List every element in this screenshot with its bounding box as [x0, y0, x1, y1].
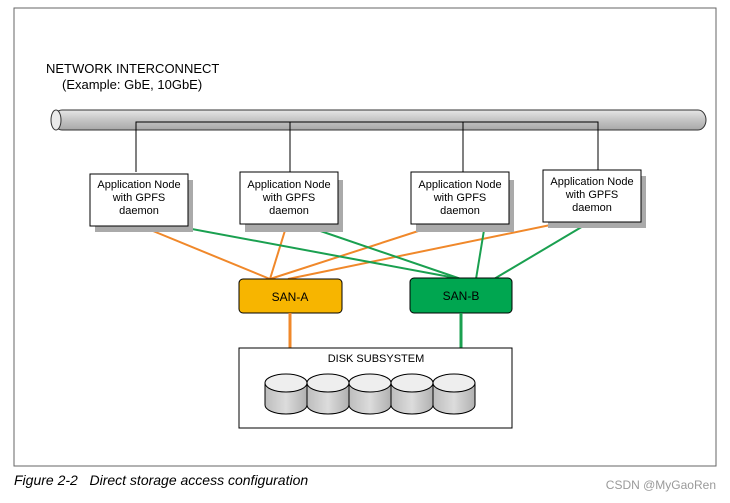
- app-node-4: Application Node with GPFS daemon: [542, 169, 646, 228]
- node-label-line3: daemon: [572, 202, 612, 214]
- link-node1-san-a: [135, 223, 271, 280]
- node-label-line3: daemon: [440, 205, 480, 217]
- figure-number: Figure 2-2: [14, 472, 78, 488]
- node-label-line3: daemon: [269, 205, 309, 217]
- node-label-line2: with GPFS: [112, 192, 166, 204]
- node-label-line1: Application Node: [418, 179, 501, 191]
- link-node4-san-a: [287, 221, 566, 280]
- disk-cylinder: [390, 373, 434, 415]
- san-a-label: SAN-A: [272, 290, 309, 304]
- disk-subsystem: DISK SUBSYSTEM: [238, 347, 513, 429]
- san-a-switch: SAN-A: [238, 278, 343, 314]
- figure-caption: Figure 2-2 Direct storage access configu…: [14, 472, 308, 488]
- app-node-2: Application Node with GPFS daemon: [239, 171, 343, 232]
- network-pipe: [50, 109, 707, 131]
- disk-cylinder: [348, 373, 392, 415]
- node-label-line1: Application Node: [97, 179, 180, 191]
- link-node1-san-b: [164, 223, 462, 280]
- san-b-label: SAN-B: [443, 289, 480, 303]
- link-node2-san-a: [269, 223, 288, 280]
- app-node-1: Application Node with GPFS daemon: [89, 173, 193, 232]
- san-b-switch: SAN-B: [409, 277, 513, 314]
- figure-frame: [13, 7, 717, 467]
- node-label-line1: Application Node: [247, 179, 330, 191]
- disk-cylinder: [264, 373, 308, 415]
- link-node2-san-b: [299, 223, 462, 280]
- watermark: CSDN @MyGaoRen: [605, 478, 716, 492]
- disk-array: [264, 373, 476, 415]
- network-title: NETWORK INTERCONNECT: [46, 61, 219, 76]
- link-node3-san-b: [475, 223, 486, 280]
- disk-cylinder: [306, 373, 350, 415]
- node-drops: [135, 121, 599, 172]
- node-label-line2: with GPFS: [565, 189, 619, 201]
- disk-subsystem-label: DISK SUBSYSTEM: [328, 353, 425, 365]
- network-subtitle: (Example: GbE, 10GbE): [62, 77, 202, 92]
- link-node3-san-a: [269, 223, 441, 280]
- node-label-line2: with GPFS: [262, 192, 316, 204]
- node-label-line2: with GPFS: [433, 192, 487, 204]
- node-label-line1: Application Node: [550, 176, 633, 188]
- disk-cylinder: [432, 373, 476, 415]
- san-links: [135, 221, 591, 280]
- node-label-line3: daemon: [119, 205, 159, 217]
- app-node-3: Application Node with GPFS daemon: [410, 171, 514, 232]
- figure-caption-text: Direct storage access configuration: [89, 472, 309, 488]
- link-node4-san-b: [493, 221, 591, 280]
